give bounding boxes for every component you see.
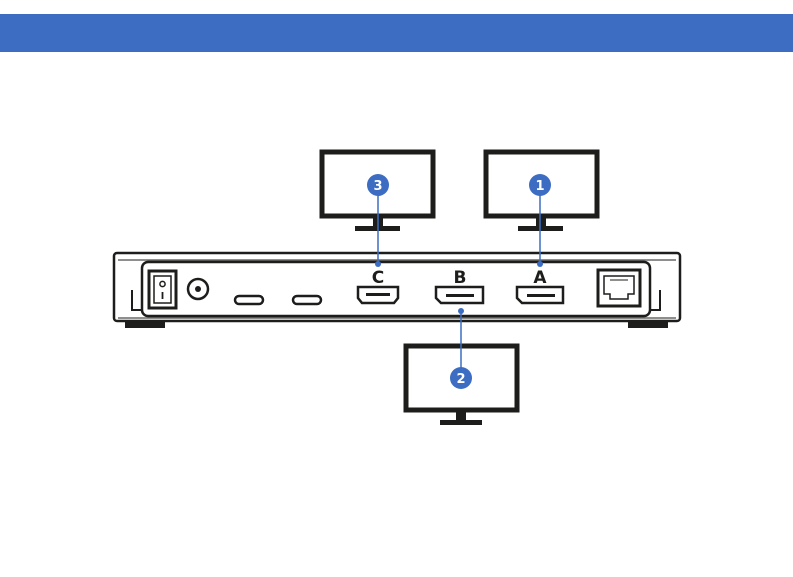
port-label-b: B [454, 268, 467, 288]
displayport-port-a-icon [517, 287, 563, 303]
port-label-a: A [533, 268, 547, 288]
svg-text:3: 3 [373, 179, 382, 194]
dock-device: C B A [114, 253, 680, 328]
badge-3: 3 [367, 174, 389, 196]
ethernet-port-icon [598, 270, 640, 306]
usb-c-port-1-icon [235, 296, 263, 304]
displayport-port-b-icon [436, 287, 483, 303]
port-label-c: C [372, 268, 384, 288]
power-switch-icon [149, 271, 176, 308]
usb-c-port-2-icon [293, 296, 321, 304]
svg-text:2: 2 [456, 372, 465, 387]
svg-text:1: 1 [535, 179, 544, 194]
dc-power-port-icon [188, 279, 208, 299]
badge-2: 2 [450, 367, 472, 389]
hdmi-port-c-icon [358, 287, 398, 303]
badge-1: 1 [529, 174, 551, 196]
